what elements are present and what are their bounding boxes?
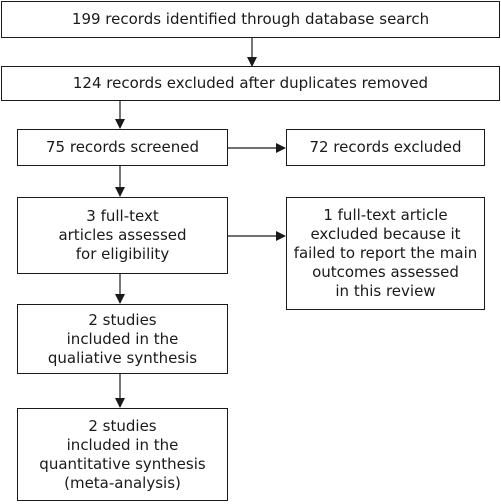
box-duplicates-removed: 124 records excluded after duplicates re… (1, 66, 500, 101)
box-fulltext-excluded: 1 full-text article excluded because it … (286, 197, 485, 310)
records-screened-text: 75 records screened (46, 138, 199, 156)
box-quantitative-synthesis: 2 studies included in the quantitative s… (17, 408, 228, 501)
records-identified-text: 199 records identified through database … (71, 10, 430, 28)
records-excluded-text: 72 records excluded (309, 138, 462, 156)
fulltext-excluded-text: 1 full-text article excluded because it … (293, 206, 478, 300)
box-qualitative-synthesis: 2 studies included in the qualiative syn… (17, 304, 228, 374)
box-records-excluded: 72 records excluded (286, 129, 485, 166)
box-fulltext-assessed: 3 full-text articles assessed for eligib… (17, 197, 228, 274)
qualitative-synthesis-text: 2 studies included in the qualiative syn… (47, 310, 198, 367)
quantitative-synthesis-text: 2 studies included in the quantitative s… (39, 416, 206, 492)
box-records-screened: 75 records screened (17, 129, 228, 166)
fulltext-assessed-text: 3 full-text articles assessed for eligib… (58, 207, 187, 263)
box-records-identified: 199 records identified through database … (1, 1, 500, 38)
duplicates-removed-text: 124 records excluded after duplicates re… (72, 74, 429, 92)
